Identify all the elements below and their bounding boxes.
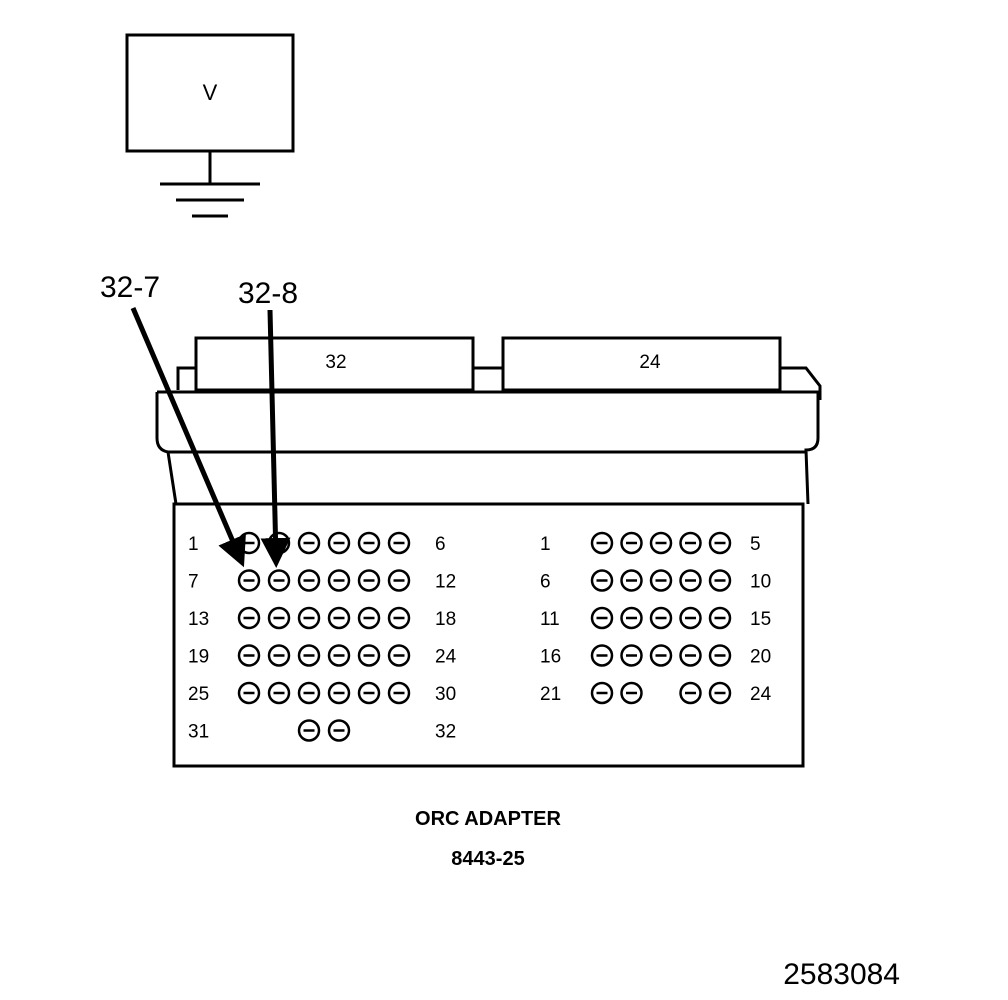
figure-id: 2583084 (783, 958, 900, 991)
connector-24-pin-icon[interactable] (679, 644, 702, 667)
tab-24 (501, 336, 782, 392)
connector-32-pin-icon[interactable] (237, 681, 261, 705)
adapter-title: ORC ADAPTER (415, 808, 561, 830)
connector-32-pin-icon[interactable] (327, 719, 351, 742)
connector-32-pin-icon[interactable] (327, 606, 351, 630)
connector-24-pin-icon[interactable] (620, 569, 643, 592)
connector-24-pin-icon[interactable] (679, 606, 702, 630)
connector-32-pin-icon[interactable] (387, 606, 411, 630)
connector-24-row-end-label: 5 (750, 534, 761, 555)
connector-24-pin-icon[interactable] (590, 644, 614, 667)
connector-24-pin-icon[interactable] (649, 606, 673, 630)
connector-32-pin-icon[interactable] (237, 606, 261, 630)
connector-32-pin-icon[interactable] (327, 531, 351, 555)
connector-24-pin-icon[interactable] (590, 606, 614, 630)
connector-32-pin-icon[interactable] (237, 644, 261, 667)
connector-32-pin-icon[interactable] (297, 569, 321, 592)
voltmeter: V (125, 33, 295, 218)
connector-32-row-end-label: 6 (435, 534, 446, 555)
probe-arrow-32-7 (130, 307, 246, 568)
connector-32-pin-icon[interactable] (357, 681, 381, 705)
connector-24-pin-icon[interactable] (708, 569, 732, 592)
connector-32-row-end-label: 24 (435, 647, 457, 668)
connector-32-row-start-label: 7 (188, 572, 199, 593)
connector-24-pin-icon[interactable] (708, 606, 732, 630)
voltmeter-body (125, 33, 295, 153)
adapter-top-ledge-right (780, 366, 822, 400)
connector-32-row-end-label: 30 (435, 684, 456, 705)
connector-32-row-end-label: 32 (435, 722, 456, 743)
connector-32-pin-icon[interactable] (357, 644, 381, 667)
connector-32-pin-icon[interactable] (387, 531, 411, 555)
adapter-top-ledge (176, 366, 196, 390)
connector-24-pin-icon[interactable] (679, 681, 702, 705)
adapter-part-number: 8443-25 (451, 848, 524, 870)
connector-24-row-start-label: 16 (540, 647, 561, 668)
connector-32-pin-grid: 1 6 7 12 13 18 19 24 25 30 31 32 (188, 531, 457, 743)
connector-24-pin-icon[interactable] (708, 681, 732, 705)
connector-24-pin-icon[interactable] (620, 606, 643, 630)
connector-32-pin-icon[interactable] (327, 681, 351, 705)
connector-32-pin-icon[interactable] (267, 681, 291, 705)
connector-32-pin-icon[interactable] (327, 569, 351, 592)
connector-24-pin-icon[interactable] (708, 531, 732, 555)
connector-24-row-end-label: 24 (750, 684, 772, 705)
connector-24-row-end-label: 20 (750, 647, 771, 668)
connector-32-pin-icon[interactable] (237, 531, 261, 555)
connector-32-pin-icon[interactable] (327, 644, 351, 667)
connector-24-pin-icon[interactable] (649, 531, 673, 555)
connector-24-row-end-label: 10 (750, 572, 771, 593)
probe-label-32-8: 32-8 (238, 277, 298, 310)
connector-32-row-end-label: 12 (435, 572, 456, 593)
connector-32-pin-icon[interactable] (297, 531, 321, 555)
connector-32-row-start-label: 19 (188, 647, 209, 668)
connector-24-pin-icon[interactable] (620, 644, 643, 667)
connector-24-pin-icon[interactable] (620, 681, 643, 705)
connector-32-pin-icon[interactable] (387, 681, 411, 705)
connector-32-pin-icon[interactable] (267, 531, 291, 555)
connector-24-pin-icon[interactable] (590, 531, 614, 555)
connector-24-pin-icon[interactable] (649, 644, 673, 667)
connector-24-row-end-label: 15 (750, 609, 771, 630)
connector-32-pin-icon[interactable] (357, 531, 381, 555)
ground-icon (160, 182, 260, 218)
connector-32-pin-icon[interactable] (297, 681, 321, 705)
connector-32-row-start-label: 25 (188, 684, 209, 705)
tab-32 (194, 336, 475, 392)
connector-24-pin-icon[interactable] (679, 569, 702, 592)
connector-24-pin-icon[interactable] (649, 569, 673, 592)
adapter-housing (155, 390, 820, 505)
connector-32-pin-icon[interactable] (297, 606, 321, 630)
connector-32-pin-icon[interactable] (267, 606, 291, 630)
connector-24-pin-icon[interactable] (620, 531, 643, 555)
connector-32-pin-icon[interactable] (297, 644, 321, 667)
tab-24-label: 24 (639, 352, 661, 373)
probe-arrow-32-8 (260, 309, 291, 568)
connector-32-pin-icon[interactable] (267, 644, 291, 667)
connector-32-pin-icon[interactable] (387, 569, 411, 592)
probe-label-32-7: 32-7 (100, 271, 160, 304)
connector-24-pin-icon[interactable] (708, 644, 732, 667)
connector-24-row-start-label: 1 (540, 534, 551, 555)
tab-32-label: 32 (325, 352, 346, 373)
connector-24-row-start-label: 6 (540, 572, 551, 593)
connector-32-pin-icon[interactable] (267, 569, 291, 592)
connector-32-pin-icon[interactable] (357, 606, 381, 630)
connector-32-row-start-label: 31 (188, 722, 209, 743)
connector-32-row-start-label: 1 (188, 534, 199, 555)
connector-32-row-start-label: 13 (188, 609, 209, 630)
connector-32-pin-icon[interactable] (357, 569, 381, 592)
connector-32-pin-icon[interactable] (297, 719, 321, 742)
connector-32-row-end-label: 18 (435, 609, 456, 630)
connector-24-pin-icon[interactable] (590, 681, 614, 705)
connector-32-pin-icon[interactable] (237, 569, 261, 592)
voltmeter-label: V (203, 80, 218, 105)
connector-32-pin-icon[interactable] (387, 644, 411, 667)
connector-24-row-start-label: 11 (540, 609, 560, 630)
connector-24-pin-icon[interactable] (590, 569, 614, 592)
connector-24-pin-icon[interactable] (679, 531, 702, 555)
connector-24-row-start-label: 21 (540, 684, 561, 705)
